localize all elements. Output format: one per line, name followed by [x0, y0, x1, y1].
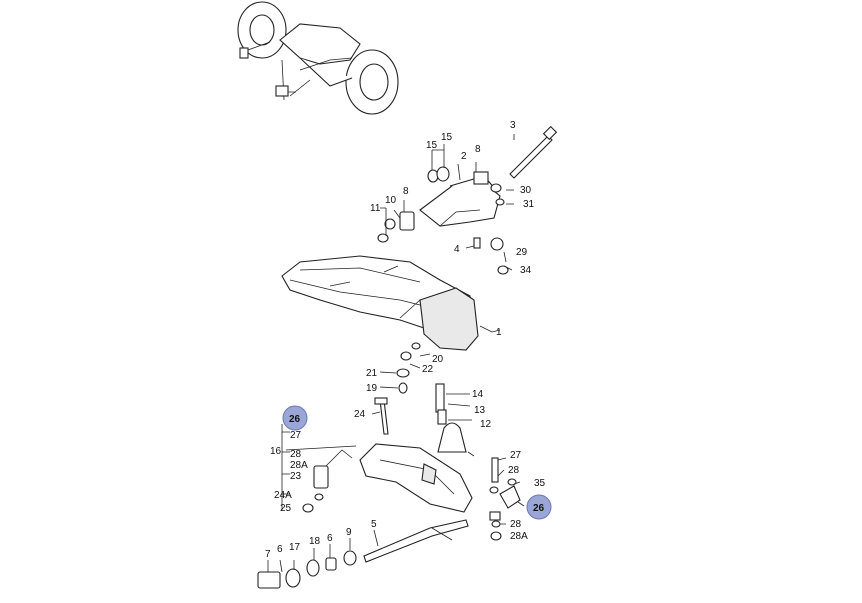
- callout-22: 22: [422, 364, 434, 375]
- callout-14: 14: [472, 389, 484, 400]
- lower-arm-bushings: [302, 449, 353, 513]
- highlighted-callout-26-left[interactable]: 26: [282, 405, 308, 431]
- svg-text:26: 26: [533, 503, 545, 514]
- callout-10: 10: [385, 195, 397, 206]
- callout-5: 5: [371, 519, 377, 530]
- callout-6-right: 6: [327, 533, 333, 544]
- callout-9: 9: [346, 527, 352, 538]
- callout-28-right-bottom: 28: [510, 519, 522, 530]
- strut-rod-hardware: [257, 550, 357, 589]
- callout-35: 35: [534, 478, 546, 489]
- callout-30: 30: [520, 185, 532, 196]
- callout-28-right-top: 28: [508, 465, 520, 476]
- callout-28A-right: 28A: [510, 531, 528, 542]
- callout-7: 7: [265, 549, 271, 560]
- callout-11: 11: [370, 203, 381, 214]
- callout-25: 25: [280, 503, 292, 514]
- callout-28-left: 28: [290, 449, 302, 460]
- bolts-and-bumpstop: [374, 383, 467, 453]
- callout-15-b: 15: [426, 140, 438, 151]
- callout-34: 34: [520, 265, 532, 276]
- callout-8-b: 8: [403, 186, 409, 197]
- callout-13: 13: [474, 405, 486, 416]
- callout-24A: 24A: [274, 490, 292, 501]
- callout-4: 4: [454, 244, 460, 255]
- callout-3: 3: [510, 120, 516, 131]
- callout-27-left: 27: [290, 430, 302, 441]
- upper-arm-bushings: [377, 166, 509, 275]
- callout-28A-left: 28A: [290, 460, 308, 471]
- crossmember: [281, 255, 479, 351]
- long-bolt: [509, 125, 558, 179]
- callout-17: 17: [289, 542, 301, 553]
- callout-16: 16: [270, 446, 282, 457]
- highlighted-callout-26-right[interactable]: 26: [526, 494, 552, 520]
- callout-1: 1: [496, 327, 502, 338]
- svg-text:26: 26: [289, 414, 301, 425]
- callout-29: 29: [516, 247, 528, 258]
- callout-2: 2: [461, 151, 467, 162]
- lower-control-arm: [359, 443, 473, 513]
- callout-15-a: 15: [441, 132, 453, 143]
- callout-20: 20: [432, 354, 444, 365]
- callout-31: 31: [523, 199, 535, 210]
- callout-labels: 3 15 15 2 8 30 31 8 11 10 4 29 34 1 20 2…: [265, 120, 546, 560]
- callout-21: 21: [366, 368, 378, 379]
- vehicle-overview-illustration: [237, 1, 399, 115]
- callout-18: 18: [309, 536, 321, 547]
- callout-24: 24: [354, 409, 366, 420]
- strut-rod: [363, 519, 469, 563]
- callout-8-a: 8: [475, 144, 481, 155]
- callout-6-left: 6: [277, 544, 283, 555]
- leader-lines: [267, 134, 525, 573]
- callout-12: 12: [480, 419, 492, 430]
- callout-19: 19: [366, 383, 378, 394]
- callout-23: 23: [290, 471, 302, 482]
- callout-27-right: 27: [510, 450, 522, 461]
- pivot-fasteners: [396, 342, 421, 394]
